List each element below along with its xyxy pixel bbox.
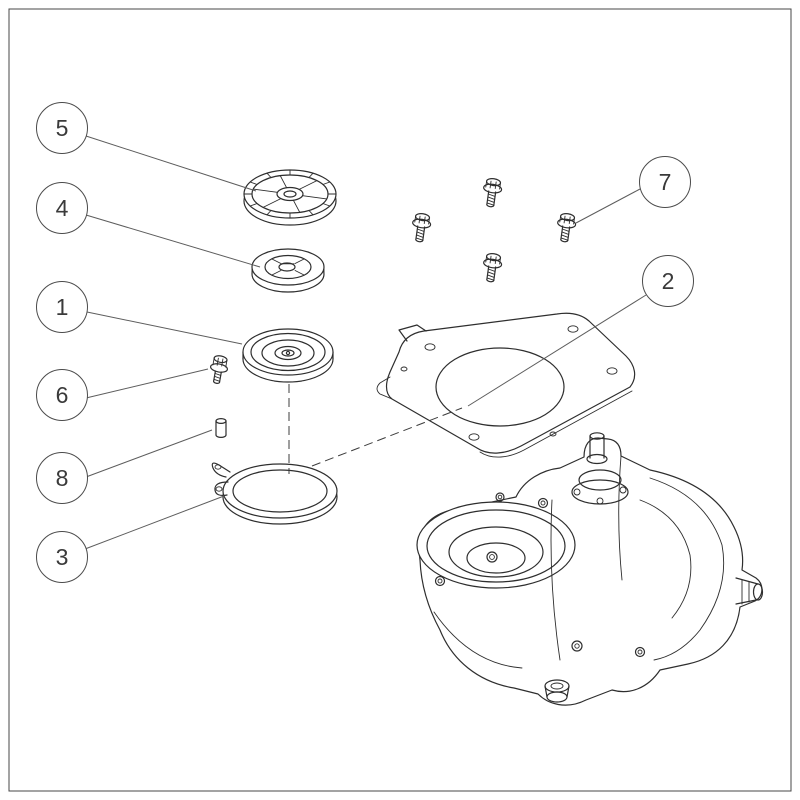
leader-line-2 [467, 294, 647, 407]
part7-bolt-2-drawing [480, 176, 504, 209]
leader-line-8 [85, 429, 213, 478]
part2-mounting-plate-drawing [376, 312, 636, 458]
leader-line-3 [84, 495, 225, 550]
callout-label-6: 6 [55, 381, 69, 408]
callout-balloon-2: 2 [642, 255, 694, 307]
callout-label-1: 1 [55, 293, 69, 320]
part7-bolt-3-drawing [554, 211, 578, 244]
callout-balloon-4: 4 [36, 182, 88, 234]
part8-pin-drawing [215, 418, 227, 438]
callout-balloon-8: 8 [36, 452, 88, 504]
callout-label-3: 3 [55, 543, 69, 570]
leader-line-4 [85, 214, 261, 268]
part5-fan-hub-drawing [243, 169, 337, 226]
callout-balloon-6: 6 [36, 369, 88, 421]
callout-label-4: 4 [55, 194, 69, 221]
callout-balloon-7: 7 [639, 156, 691, 208]
part7-bolt-4-drawing [480, 251, 504, 284]
callout-balloon-3: 3 [36, 531, 88, 583]
part4-coupling-drawing [251, 248, 325, 293]
part1-pulley-drawing [242, 328, 334, 383]
callout-label-7: 7 [658, 168, 672, 195]
leader-line-7 [575, 188, 641, 224]
leader-line-5 [85, 135, 257, 192]
callout-label-2: 2 [661, 267, 675, 294]
leader-line-6 [85, 368, 209, 399]
part-gearbox-assembly-drawing [416, 432, 764, 706]
part3-clamp-ring-drawing [211, 462, 338, 525]
callout-label-8: 8 [55, 464, 69, 491]
part6-bolt-drawing [210, 355, 228, 384]
callout-balloon-5: 5 [36, 102, 88, 154]
page-frame-border [8, 8, 792, 792]
callout-balloon-1: 1 [36, 281, 88, 333]
callout-leader-lines [84, 135, 647, 550]
assembly-centerlines [288, 384, 463, 474]
callout-label-5: 5 [55, 114, 69, 141]
part7-bolt-1-drawing [409, 211, 433, 244]
leader-line-1 [86, 311, 243, 345]
